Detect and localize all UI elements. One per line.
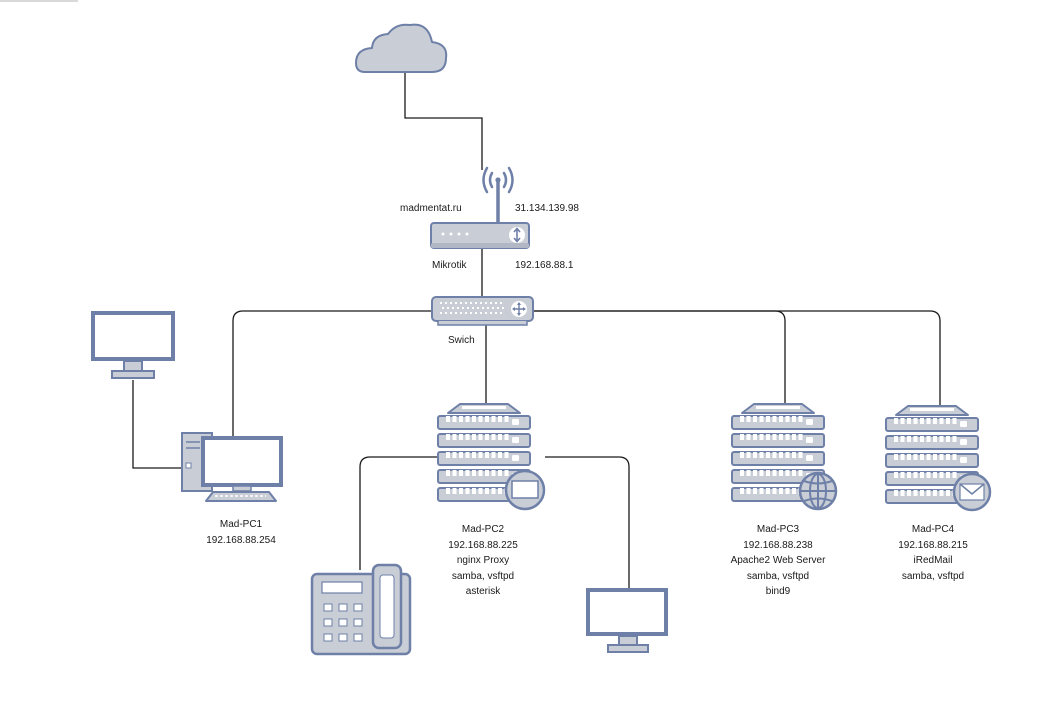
desktop-pc-icon	[181, 432, 283, 502]
host-service: samba, vsftpd	[451, 570, 515, 582]
pc2-label: Mad-PC2 192.168.88.225 nginx Proxy samba…	[448, 522, 518, 600]
host-service: samba, vsftpd	[901, 570, 965, 582]
monitor-icon	[91, 311, 175, 379]
switch-name-label: Swich	[448, 335, 475, 346]
pc1-label: Mad-PC1 192.168.88.254	[206, 517, 276, 548]
wifi-antenna-icon	[482, 166, 514, 226]
pc3-label: Mad-PC3 192.168.88.238 Apache2 Web Serve…	[731, 522, 826, 600]
router-internal-ip-label: 192.168.88.1	[515, 260, 574, 271]
host-service: bind9	[765, 586, 791, 597]
host-service: samba, vsftpd	[746, 570, 810, 582]
mail-icon	[952, 472, 992, 512]
router-domain-label: madmentat.ru	[400, 203, 462, 214]
switch-to-pc1-line	[232, 310, 432, 436]
pc2-to-phone-line	[359, 456, 438, 570]
monitor-icon	[586, 588, 668, 653]
cloud-icon	[355, 23, 448, 73]
host-ip: 192.168.88.215	[898, 539, 968, 551]
top-strip	[0, 0, 78, 2]
pc4-label: Mad-PC4 192.168.88.215 iRedMail samba, v…	[898, 522, 968, 584]
desk-phone-icon	[310, 563, 412, 656]
host-service: iRedMail	[913, 555, 953, 566]
switch-icon	[431, 296, 534, 326]
router-icon	[430, 222, 530, 249]
switch-to-pc3-line	[533, 310, 786, 405]
switch-to-pc4-line	[533, 310, 941, 408]
pc1-monitor-line	[132, 380, 182, 469]
router-name-label: Mikrotik	[432, 260, 467, 271]
globe-icon	[798, 471, 838, 511]
cloud-to-router-line	[404, 72, 483, 170]
host-ip: 192.168.88.238	[743, 539, 813, 551]
host-service: Apache2 Web Server	[730, 555, 826, 566]
host-ip: 192.168.88.254	[206, 534, 276, 546]
screen-icon	[504, 469, 546, 511]
host-name: Mad-PC3	[756, 524, 800, 535]
pc2-to-screen-line	[545, 456, 630, 588]
host-ip: 192.168.88.225	[448, 539, 518, 551]
host-name: Mad-PC1	[219, 519, 263, 530]
host-service: nginx Proxy	[456, 555, 510, 566]
host-name: Mad-PC4	[911, 524, 955, 535]
host-name: Mad-PC2	[461, 524, 505, 535]
router-external-ip-label: 31.134.139.98	[515, 203, 579, 214]
connections	[132, 72, 941, 588]
host-service: asterisk	[465, 586, 501, 597]
